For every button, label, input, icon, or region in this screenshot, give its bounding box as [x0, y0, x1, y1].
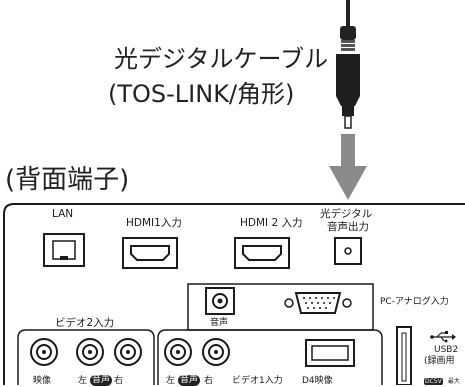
audio-label: 音声 [210, 318, 229, 328]
hdmi1-label: HDMI1入力 [126, 217, 182, 229]
rca-jack-icon [164, 338, 192, 366]
dc5v-badge: DC5V [424, 378, 443, 385]
usb-symbol-icon [430, 331, 456, 343]
rca-jack-icon [202, 338, 230, 366]
vga-port-icon [284, 292, 352, 314]
left-label-a: 左 [78, 376, 88, 386]
optical-plug-icon [336, 0, 360, 129]
cable-label-line1: 光デジタルケーブル [114, 45, 329, 73]
rca-jack-icon [76, 338, 104, 366]
panel-title: (背面端子) [5, 165, 130, 195]
rca-jack-icon [114, 338, 142, 366]
optical-label-line2: 音声出力 [327, 221, 369, 233]
rca-jack-icon [30, 338, 58, 366]
usb2-label: USB2 [434, 345, 459, 355]
d4-video-label: D4映像 [302, 376, 333, 386]
lan-label: LAN [52, 208, 74, 220]
lan-port-icon [43, 233, 85, 267]
right-label-b: 右 [204, 376, 214, 386]
video-label: 映像 [33, 376, 52, 386]
usb-power-note: DC5V 最大 [424, 368, 460, 387]
video2-group-label: ビデオ2入力 [53, 317, 117, 329]
hdmi-port-icon [122, 237, 178, 269]
sound-badge-a: 音声 [90, 375, 113, 386]
video1-label: ビデオ1入力 [232, 376, 283, 386]
down-arrow-icon [329, 134, 367, 200]
usb2-rec-label: (録画用 [424, 356, 455, 366]
cable-label-line2: (TOS-LINK/角形) [108, 80, 295, 108]
usb-port-icon [396, 326, 412, 385]
pc-analog-label: PC-アナログ入力 [380, 297, 449, 307]
max-label: 最大 [447, 378, 460, 385]
optical-port-icon [334, 237, 362, 265]
optical-label-line1: 光デジタル [320, 208, 373, 220]
hdmi2-label: HDMI 2 入力 [240, 217, 303, 229]
d4-port-icon [305, 339, 355, 367]
hdmi-port-icon [234, 237, 290, 269]
audio-jack-icon [205, 287, 235, 315]
right-label-a: 右 [114, 376, 124, 386]
left-label-b: 左 [166, 376, 176, 386]
sound-badge-b: 音声 [178, 375, 201, 386]
